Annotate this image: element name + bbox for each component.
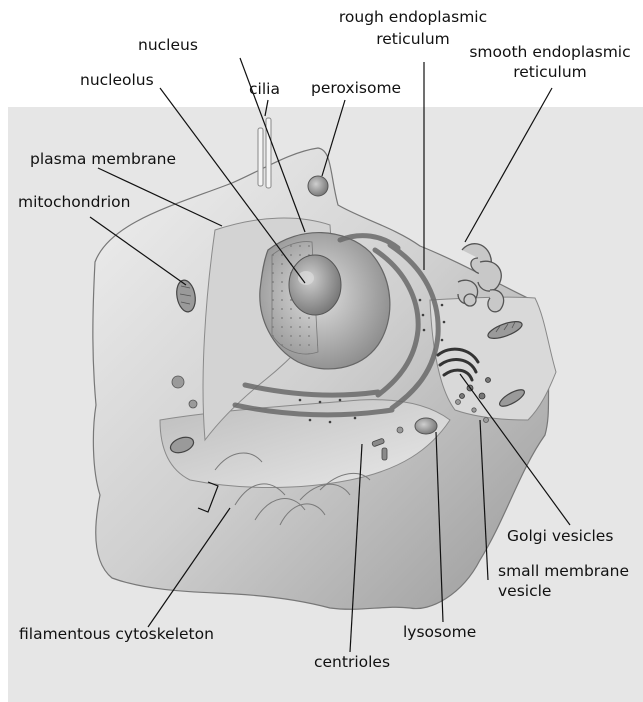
label-golgi-vesicles: Golgi vesicles	[507, 527, 613, 546]
label-smooth-er-line2: reticulum	[460, 63, 640, 82]
label-nucleolus: nucleolus	[80, 71, 154, 90]
label-filamentous-cytoskeleton: filamentous cytoskeleton	[19, 625, 214, 644]
label-small-membrane-vesicle-line2: vesicle	[498, 582, 551, 601]
label-centrioles: centrioles	[314, 653, 390, 672]
lysosome	[415, 418, 437, 434]
label-small-membrane-vesicle-line1: small membrane	[498, 562, 629, 581]
label-lysosome: lysosome	[403, 623, 476, 642]
label-rough-er-line1: rough endoplasmic	[318, 8, 508, 27]
label-mitochondrion: mitochondrion	[18, 193, 130, 212]
nucleolus	[289, 255, 341, 315]
label-nucleus: nucleus	[138, 36, 198, 55]
label-plasma-membrane: plasma membrane	[30, 150, 176, 169]
label-cilia: cilia	[249, 80, 280, 99]
label-peroxisome: peroxisome	[311, 79, 401, 98]
peroxisome	[308, 176, 328, 196]
label-smooth-er-line1: smooth endoplasmic	[460, 43, 640, 62]
